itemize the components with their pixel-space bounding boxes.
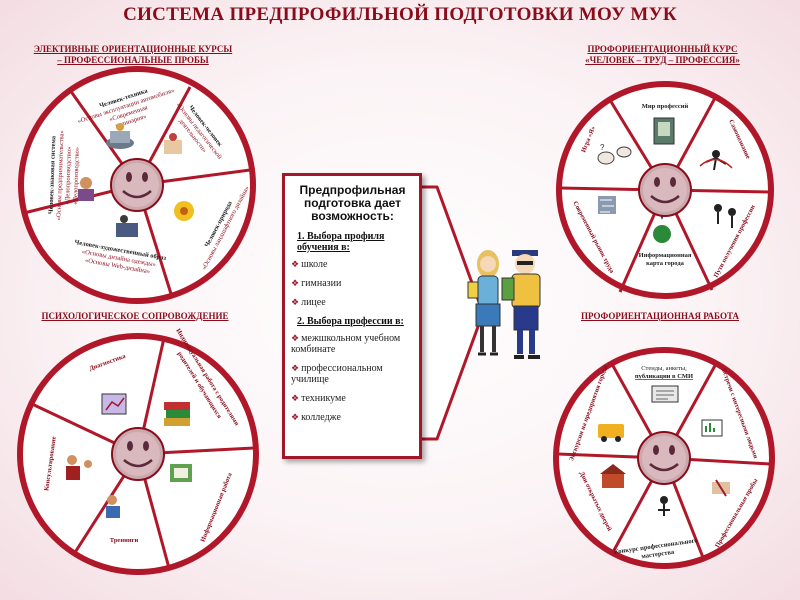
list-item-text: колледже bbox=[301, 412, 341, 423]
info-board-icon bbox=[170, 464, 192, 482]
list-item-text: межшкольном учебном комбинате bbox=[291, 333, 401, 355]
list-item-text: школе bbox=[301, 259, 328, 270]
smiley-face-icon bbox=[110, 158, 164, 212]
title-line: Предпрофильная bbox=[299, 183, 406, 197]
profession-choice-heading: 2. Выбора профессии в: bbox=[297, 316, 404, 327]
smiley-face-icon bbox=[111, 427, 165, 481]
list-item-text: гимназии bbox=[301, 278, 342, 289]
list-item: ❖лицее bbox=[291, 297, 414, 308]
diamond-bullet-icon: ❖ bbox=[291, 333, 300, 343]
title-line: подготовка дает bbox=[303, 196, 402, 210]
trainer-icon bbox=[106, 495, 120, 518]
segment-text: «Делопроизводство» bbox=[64, 146, 73, 204]
title-career-work: ПРОФОРИЕНТАЦИОННАЯ РАБОТА bbox=[560, 311, 760, 322]
segment-label: Стенды, анкеты, bbox=[641, 365, 687, 372]
counseling-icon bbox=[66, 455, 92, 480]
title-line: «ЧЕЛОВЕК – ТРУД – ПРОФЕССИЯ» bbox=[585, 55, 740, 65]
wheel-psychological-support: Диагностика Индивидуальная работа с роди… bbox=[17, 327, 259, 575]
segment-signs: Человек-знаковая система «Основы предпри… bbox=[48, 130, 81, 220]
smiley-face-icon bbox=[637, 431, 691, 485]
books-icon bbox=[164, 402, 190, 426]
diamond-bullet-icon: ❖ bbox=[291, 297, 300, 307]
opportunities-box: Предпрофильная подготовка дает возможнос… bbox=[282, 173, 422, 459]
segment-label: Человек-знаковая система bbox=[48, 135, 58, 214]
newspaper-icon bbox=[651, 385, 679, 403]
list-item-text: техникуме bbox=[301, 393, 346, 404]
office-worker-icon bbox=[78, 177, 94, 201]
diagnostics-chart-icon bbox=[101, 393, 127, 415]
opportunities-title: Предпрофильная подготовка дает возможнос… bbox=[291, 184, 414, 223]
segment-label: Мир профессий bbox=[642, 103, 689, 110]
students-illustration-icon bbox=[467, 250, 541, 359]
wheel-career-course: Мир профессий Самопознание Пути получени… bbox=[556, 81, 774, 299]
segment-text: «Основы предпринимательства» bbox=[55, 130, 65, 220]
list-item: ❖межшкольном учебном комбинате bbox=[291, 333, 414, 355]
diamond-bullet-icon: ❖ bbox=[291, 412, 300, 422]
flower-icon bbox=[174, 201, 194, 221]
list-item-text: профессиональном училище bbox=[291, 363, 383, 385]
thinking-faces-icon: ? bbox=[597, 143, 632, 165]
title-line: ЭЛЕКТИВНЫЕ ОРИЕНТАЦИОННЫЕ КУРСЫ bbox=[33, 44, 233, 54]
people-icon bbox=[714, 204, 736, 228]
school-building-icon bbox=[600, 464, 626, 488]
list-item: ❖профессиональном училище bbox=[291, 363, 414, 385]
list-item: ❖школе bbox=[291, 259, 414, 270]
book-icon bbox=[653, 117, 675, 145]
wheel-career-work: Стенды, анкеты, публикации в СМИ Встречи… bbox=[553, 347, 775, 569]
segment-label: Тренинги bbox=[110, 537, 139, 544]
profile-choice-heading: 1. Выбора профиля обучения в: bbox=[297, 231, 385, 253]
list-item: ❖техникуме bbox=[291, 393, 414, 404]
teacher-icon bbox=[164, 133, 182, 154]
maze-icon bbox=[598, 196, 616, 214]
title-psychological-support: ПСИХОЛОГИЧЕСКОЕ СОПРОВОЖДЕНИЕ bbox=[20, 311, 250, 322]
presentation-board-icon bbox=[701, 419, 723, 437]
title-career-course: ПРОФОРИЕНТАЦИОННЫЙ КУРС «ЧЕЛОВЕК – ТРУД … bbox=[555, 44, 770, 66]
title-line: – ПРОФЕССИОНАЛЬНЫЕ ПРОБЫ bbox=[57, 55, 209, 65]
diamond-bullet-icon: ❖ bbox=[291, 259, 300, 269]
cooking-pot-icon bbox=[106, 123, 134, 149]
title-line: возможность: bbox=[311, 209, 394, 223]
list-item-text: лицее bbox=[301, 297, 326, 308]
diamond-bullet-icon: ❖ bbox=[291, 393, 300, 403]
segment-label: мастерства bbox=[641, 549, 675, 561]
title-elective-courses: ЭЛЕКТИВНЫЕ ОРИЕНТАЦИОННЫЕ КУРСЫ – ПРОФЕС… bbox=[18, 44, 248, 66]
list-item: ❖колледже bbox=[291, 412, 414, 423]
segment-text: «Делопроизводство» bbox=[72, 147, 81, 205]
page-title: СИСТЕМА ПРЕДПРОФИЛЬНОЙ ПОДГОТОВКИ МОУ МУ… bbox=[123, 4, 677, 25]
sewing-icon bbox=[116, 215, 138, 237]
svg-text:?: ? bbox=[600, 143, 605, 152]
title-line: ПСИХОЛОГИЧЕСКОЕ СОПРОВОЖДЕНИЕ bbox=[41, 311, 229, 321]
wheel-elective-courses: Человек-техника «Основы эксплуатации авт… bbox=[18, 66, 256, 304]
smiley-face-icon bbox=[638, 163, 692, 217]
runner-icon bbox=[699, 150, 733, 171]
segment-label: публикации в СМИ bbox=[635, 373, 693, 380]
title-line: ПРОФОРИЕНТАЦИОННАЯ РАБОТА bbox=[581, 311, 739, 321]
pen-hand-icon bbox=[712, 479, 730, 497]
bus-icon bbox=[598, 424, 624, 442]
title-line: ПРОФОРИЕНТАЦИОННЫЙ КУРС bbox=[587, 44, 738, 54]
segment-label: Информационная bbox=[639, 252, 692, 259]
list-item: ❖гимназии bbox=[291, 278, 414, 289]
segment-label: карта города bbox=[646, 260, 685, 267]
diamond-bullet-icon: ❖ bbox=[291, 363, 300, 373]
diamond-bullet-icon: ❖ bbox=[291, 278, 300, 288]
juggler-icon bbox=[658, 496, 670, 516]
